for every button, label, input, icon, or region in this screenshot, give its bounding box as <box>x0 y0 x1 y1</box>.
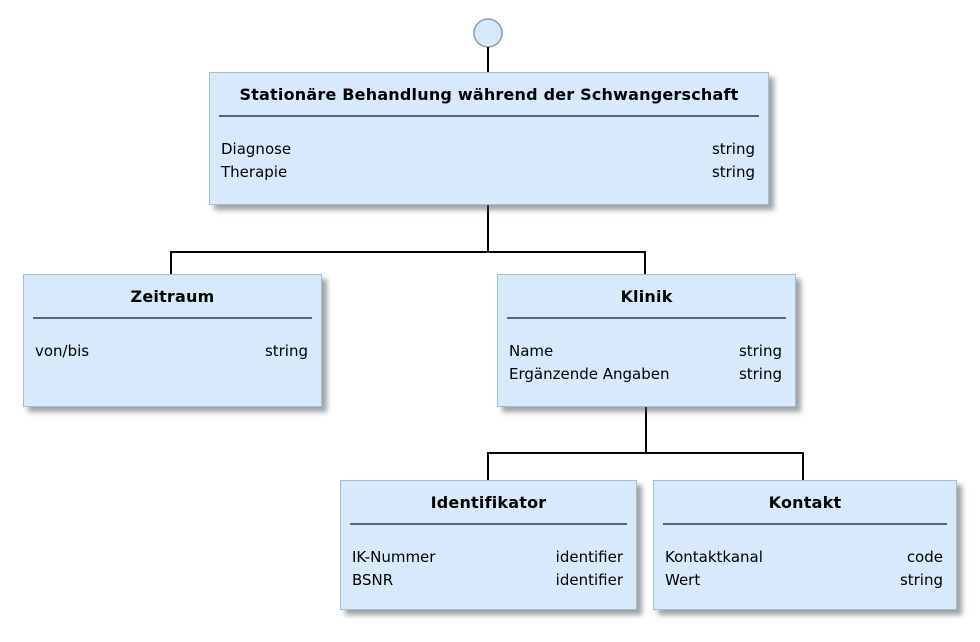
attribute-list: IK-Nummer identifier BSNR identifier <box>341 546 636 592</box>
attribute-list: Name string Ergänzende Angaben string <box>498 340 795 386</box>
attribute-name: Therapie <box>221 163 288 181</box>
attribute-row: Diagnose string <box>221 138 755 161</box>
attribute-type: string <box>711 140 755 158</box>
attribute-row: IK-Nummer identifier <box>352 546 623 569</box>
attribute-list: Diagnose string Therapie string <box>210 138 768 184</box>
attribute-row: Therapie string <box>221 161 755 184</box>
title-separator <box>219 115 759 117</box>
attribute-row: Ergänzende Angaben string <box>509 363 782 386</box>
node-title: Klinik <box>620 287 673 306</box>
node-title: Kontakt <box>768 493 842 512</box>
attribute-name: IK-Nummer <box>352 548 436 566</box>
attribute-type: string <box>711 163 755 181</box>
node-kontakt[interactable]: Kontakt Kontaktkanal code Wert string <box>653 480 957 610</box>
title-separator <box>507 317 786 319</box>
attribute-row: Kontaktkanal code <box>665 546 943 569</box>
attribute-type: string <box>738 365 782 383</box>
attribute-list: von/bis string <box>24 340 321 363</box>
attribute-type: string <box>264 342 308 360</box>
node-title: Identifikator <box>430 493 547 512</box>
attribute-name: Name <box>509 342 554 360</box>
root-circle-icon <box>473 18 503 48</box>
title-separator <box>350 523 627 525</box>
attribute-row: Name string <box>509 340 782 363</box>
node-title: Stationäre Behandlung während der Schwan… <box>239 85 739 104</box>
node-identifikator[interactable]: Identifikator IK-Nummer identifier BSNR … <box>340 480 637 610</box>
node-title: Zeitraum <box>130 287 215 306</box>
attribute-row: Wert string <box>665 569 943 592</box>
attribute-name: Diagnose <box>221 140 292 158</box>
attribute-name: Wert <box>665 571 701 589</box>
attribute-row: BSNR identifier <box>352 569 623 592</box>
title-separator <box>663 523 947 525</box>
node-klinik[interactable]: Klinik Name string Ergänzende Angaben st… <box>497 274 796 407</box>
node-stationaere-behandlung[interactable]: Stationäre Behandlung während der Schwan… <box>209 72 769 205</box>
attribute-row: von/bis string <box>35 340 308 363</box>
title-separator <box>33 317 312 319</box>
attribute-type: code <box>906 548 943 566</box>
attribute-type: string <box>738 342 782 360</box>
attribute-type: identifier <box>555 548 623 566</box>
node-zeitraum[interactable]: Zeitraum von/bis string <box>23 274 322 407</box>
attribute-name: von/bis <box>35 342 90 360</box>
attribute-type: identifier <box>555 571 623 589</box>
attribute-type: string <box>899 571 943 589</box>
attribute-list: Kontaktkanal code Wert string <box>654 546 956 592</box>
attribute-name: Ergänzende Angaben <box>509 365 670 383</box>
attribute-name: BSNR <box>352 571 394 589</box>
attribute-name: Kontaktkanal <box>665 548 763 566</box>
